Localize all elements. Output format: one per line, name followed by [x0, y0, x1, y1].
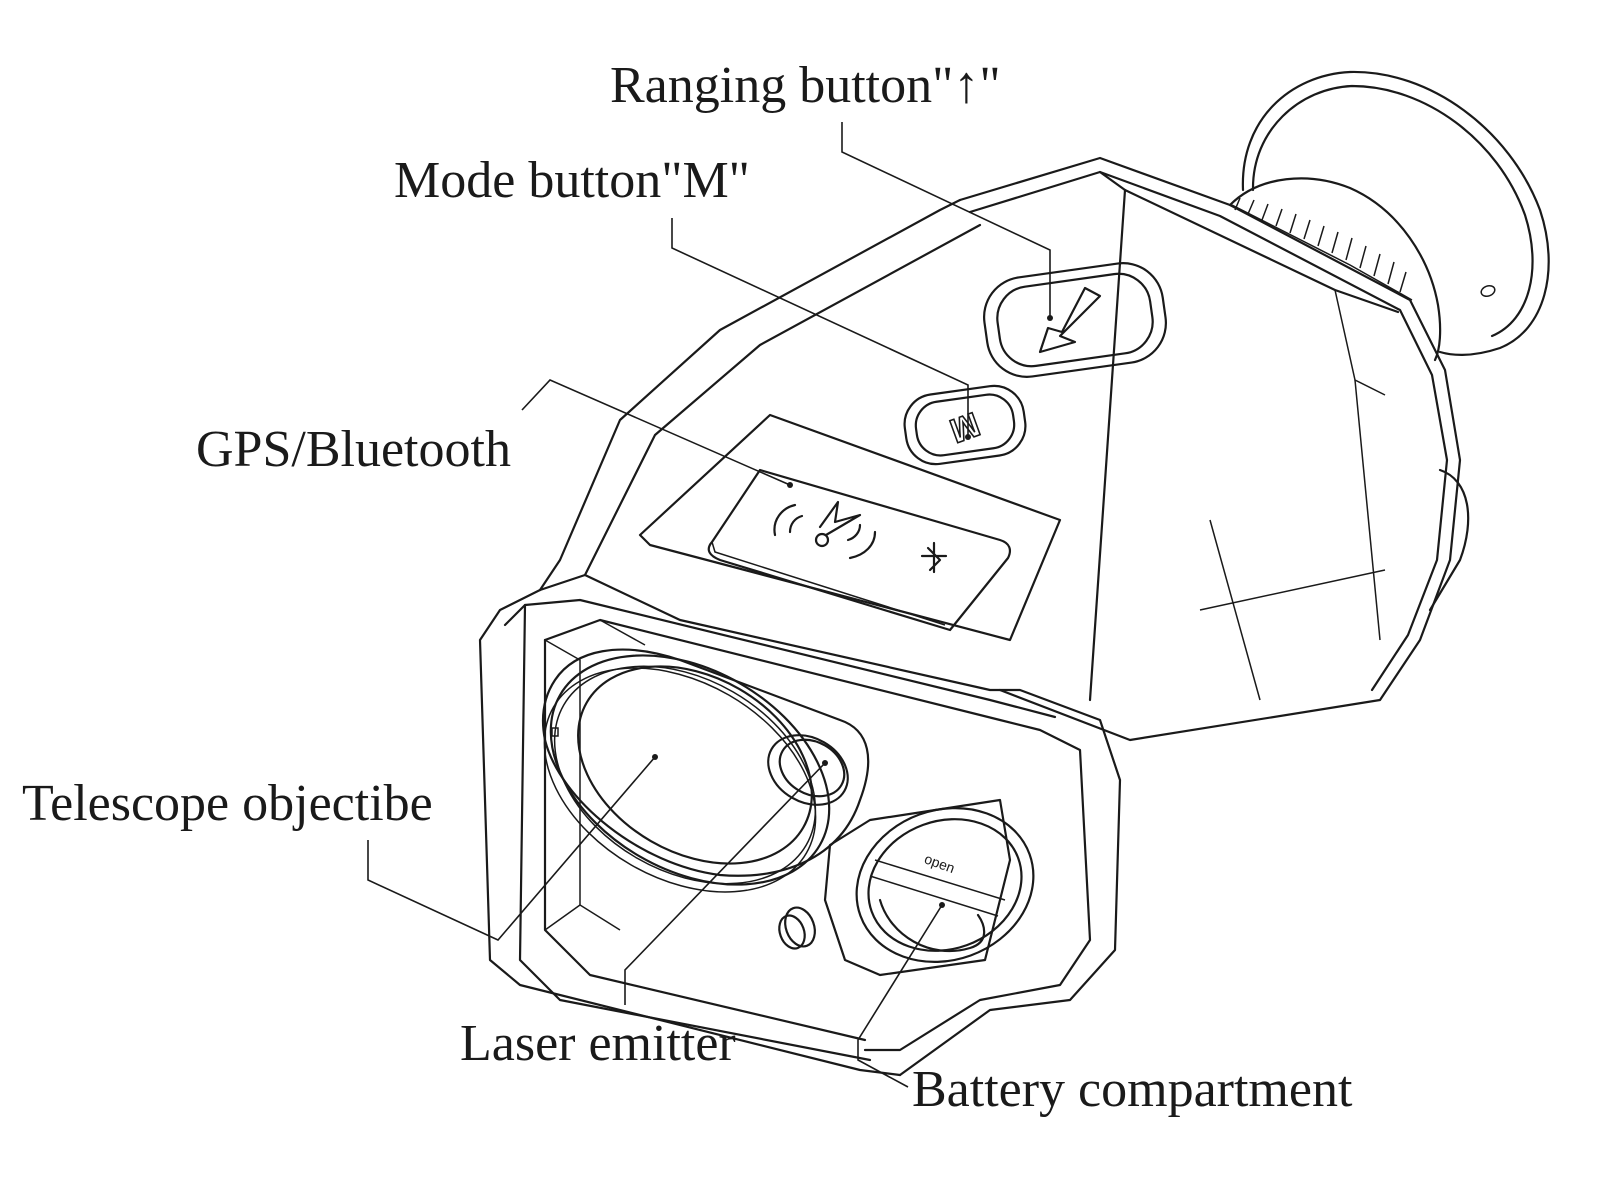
battery-cap-text: open — [922, 850, 957, 876]
mode-button[interactable]: M — [901, 382, 1030, 468]
device-body — [478, 156, 1470, 1077]
battery-compartment[interactable]: open — [823, 784, 1055, 987]
leader-ranging — [841, 122, 1051, 318]
leader-battery — [857, 904, 943, 1088]
gps-bluetooth-panel — [638, 413, 1062, 642]
down-arrow-icon — [1038, 286, 1102, 354]
bluetooth-icon — [920, 541, 948, 574]
sensor-button — [778, 906, 816, 950]
leader-mode — [671, 218, 969, 437]
gps-icon — [773, 500, 877, 560]
leader-telescope — [367, 756, 656, 941]
mode-key-glyph: M — [945, 404, 985, 449]
leader-gps — [521, 379, 791, 486]
label-ranging-button: Ranging button"↑" — [610, 57, 1001, 114]
ranging-button[interactable] — [979, 258, 1171, 382]
label-telescope-objective: Telescope objectibe — [22, 775, 433, 832]
eyepiece — [1228, 70, 1550, 362]
label-laser-emitter: Laser emitter — [460, 1015, 736, 1072]
label-battery-compartment: Battery compartment — [912, 1061, 1353, 1118]
telescope-objective — [541, 648, 870, 893]
label-mode-button: Mode button"M" — [394, 152, 750, 209]
leader-laser — [624, 762, 826, 1005]
label-gps-bluetooth: GPS/Bluetooth — [196, 421, 511, 478]
leader-lines — [367, 122, 1053, 1088]
eyepiece-knurl — [1231, 197, 1413, 301]
